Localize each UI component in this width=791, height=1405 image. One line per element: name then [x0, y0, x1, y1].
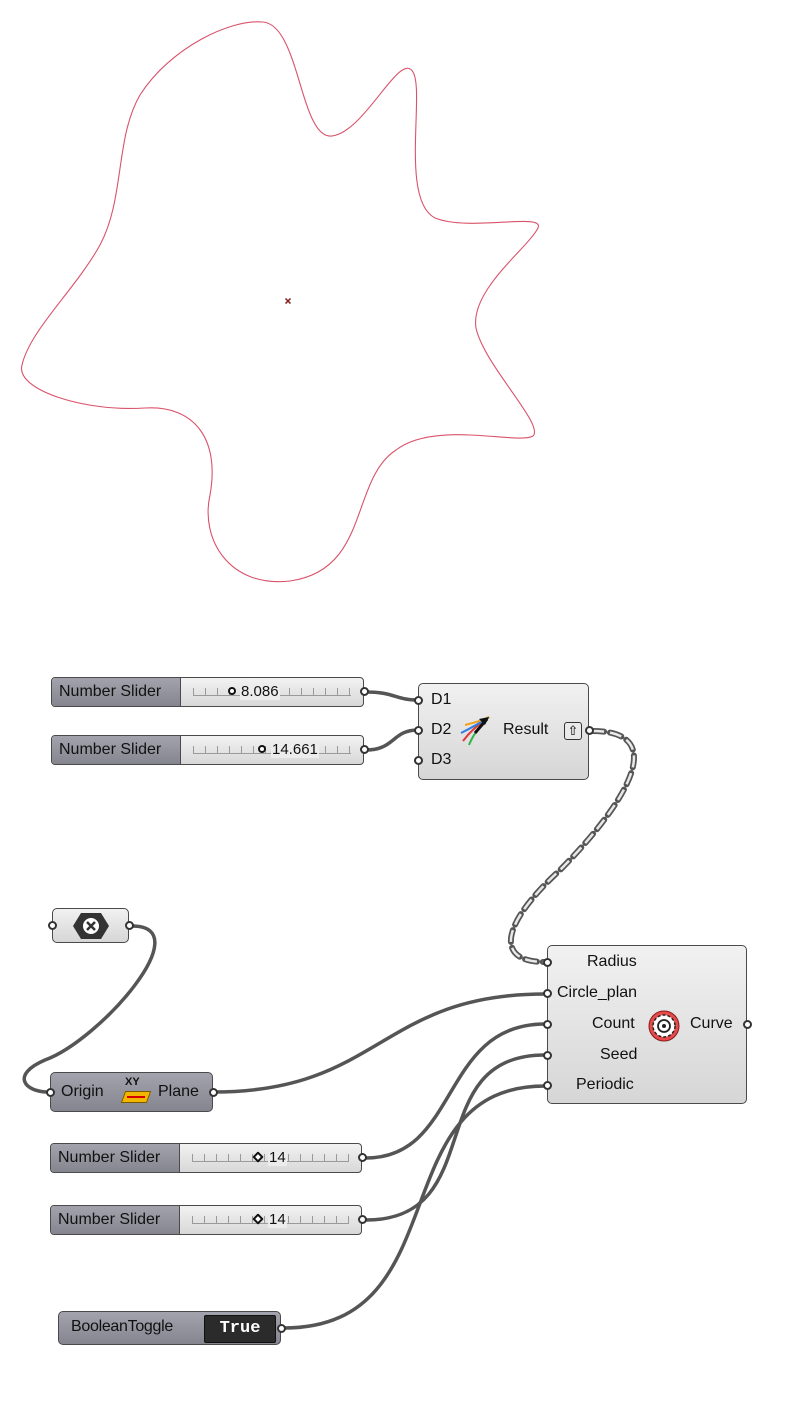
input-nub-d2[interactable] [414, 726, 423, 735]
output-label-curve: Curve [690, 1015, 733, 1032]
output-nub-result[interactable] [585, 726, 594, 735]
target-circle-icon [648, 1010, 680, 1042]
slider-track[interactable]: 8.086 [181, 678, 363, 706]
random-curve-component[interactable]: Radius Circle_plan Count Seed Periodic C… [543, 945, 752, 1104]
input-label-circle-plan: Circle_plan [557, 984, 638, 1001]
wire-cancel-to-origin[interactable] [22, 924, 157, 1094]
slider-value: 14.661 [271, 741, 319, 758]
slider-output-nub[interactable] [358, 1153, 367, 1162]
output-label-plane: Plane [158, 1083, 199, 1100]
input-label-radius: Radius [587, 953, 637, 970]
slider-value: 14 [268, 1211, 287, 1228]
slider-grip[interactable] [228, 687, 236, 695]
input-label-periodic: Periodic [576, 1076, 634, 1093]
input-label-count: Count [592, 1015, 635, 1032]
input-label-d1: D1 [431, 691, 452, 708]
random-component[interactable]: D1 D2 D3 Result ⇧ [414, 683, 594, 780]
preview-curve [21, 21, 539, 583]
output-nub-curve[interactable] [743, 1020, 752, 1029]
slider-track[interactable]: 14.661 [181, 736, 363, 764]
output-nub-plane[interactable] [209, 1088, 218, 1097]
wire-slider1-to-d1[interactable] [364, 690, 420, 702]
input-label-d2: D2 [431, 721, 452, 738]
output-label-result: Result [503, 721, 549, 738]
input-nub-count[interactable] [543, 1020, 552, 1029]
preview-center-marker [284, 297, 292, 305]
wire-slider4-to-seed[interactable] [364, 1053, 547, 1222]
wire-slider2-to-d2[interactable] [364, 728, 420, 752]
number-slider-2[interactable]: Number Slider 14.661 [51, 735, 369, 765]
slider-value: 8.086 [240, 683, 280, 700]
number-slider-1[interactable]: Number Slider 8.086 [51, 677, 369, 707]
slider-grip[interactable] [258, 745, 266, 753]
slider-output-nub[interactable] [360, 687, 369, 696]
output-nub[interactable] [125, 921, 134, 930]
input-nub-radius[interactable] [543, 958, 552, 967]
xy-icon-text: XY [125, 1076, 140, 1088]
slider-output-nub[interactable] [360, 745, 369, 754]
wire-slider3-to-count[interactable] [364, 1022, 547, 1160]
number-slider-3[interactable]: Number Slider 14 [50, 1143, 367, 1173]
input-nub[interactable] [48, 921, 57, 930]
close-hexagon-icon [73, 913, 109, 939]
boolean-toggle[interactable]: BooleanToggle True [58, 1311, 286, 1345]
slider-value: 14 [268, 1149, 287, 1166]
slider-track[interactable]: 14 [180, 1144, 361, 1172]
random-arrow-icon [460, 716, 490, 746]
input-nub-origin[interactable] [46, 1088, 55, 1097]
slider-label: Number Slider [51, 1144, 180, 1172]
input-nub-circle-plan[interactable] [543, 989, 552, 998]
wire-toggle-to-periodic[interactable] [282, 1084, 547, 1330]
input-label-seed: Seed [600, 1046, 638, 1063]
toggle-output-nub[interactable] [277, 1324, 286, 1333]
xy-plane-component[interactable]: Origin XY Plane [46, 1072, 218, 1112]
input-nub-d3[interactable] [414, 756, 423, 765]
wire-plane-to-circle-plan[interactable] [212, 992, 547, 1094]
input-nub-seed[interactable] [543, 1051, 552, 1060]
toggle-label: BooleanToggle [71, 1318, 173, 1335]
xy-plane-icon: XY [120, 1076, 152, 1108]
number-slider-4[interactable]: Number Slider 14 [50, 1205, 367, 1235]
input-nub-periodic[interactable] [543, 1081, 552, 1090]
toggle-value[interactable]: True [204, 1315, 276, 1343]
slider-label: Number Slider [52, 678, 181, 706]
slider-output-nub[interactable] [358, 1215, 367, 1224]
slider-label: Number Slider [51, 1206, 180, 1234]
slider-label: Number Slider [52, 736, 181, 764]
graft-icon: ⇧ [564, 722, 582, 740]
input-label-origin: Origin [61, 1083, 104, 1100]
slider-track[interactable]: 14 [180, 1206, 361, 1234]
input-label-d3: D3 [431, 751, 452, 768]
cancel-component[interactable] [48, 908, 134, 943]
input-nub-d1[interactable] [414, 696, 423, 705]
